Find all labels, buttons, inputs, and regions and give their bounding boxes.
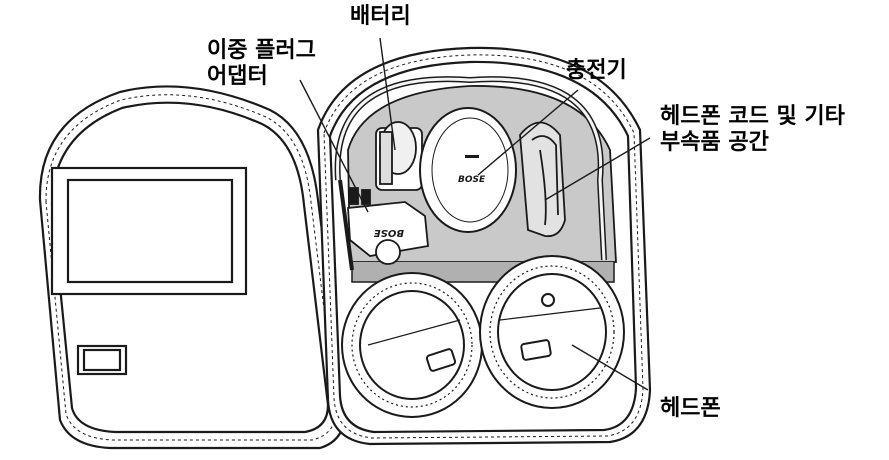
charger-brand: BOSE xyxy=(458,175,486,185)
adapter: BOSE xyxy=(347,187,429,265)
label-adapter: 이중 플러그 어댑터 xyxy=(207,38,316,89)
left-earcup xyxy=(341,272,483,418)
cord-pocket xyxy=(519,121,566,238)
leader-adapter xyxy=(299,79,369,213)
charger: BOSE xyxy=(419,107,517,233)
leader-battery xyxy=(379,37,396,151)
leader-lines xyxy=(299,37,651,391)
leader-headphones xyxy=(571,344,649,391)
case-lid xyxy=(38,85,347,450)
leader-storage xyxy=(544,137,651,201)
adapter-brand: BOSE xyxy=(374,227,404,238)
label-charger: 충전기 xyxy=(566,58,627,83)
label-battery: 배터리 xyxy=(350,4,411,29)
battery xyxy=(375,121,423,191)
label-storage: 헤드폰 코드 및 기타 부속품 공간 xyxy=(660,104,845,155)
leader-charger xyxy=(477,89,579,176)
label-headphones: 헤드폰 xyxy=(660,396,721,421)
right-earcup xyxy=(479,255,625,409)
